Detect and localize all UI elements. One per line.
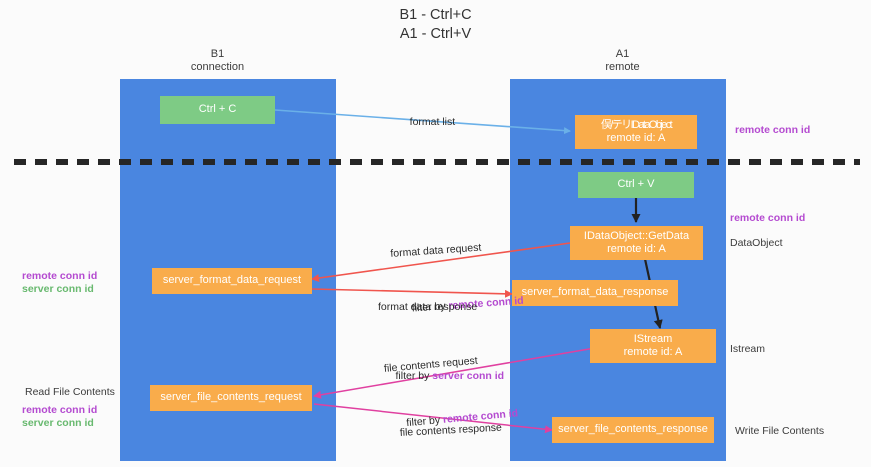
annotation-left-server-conn-id: server conn id — [22, 283, 94, 295]
edge-label-file-contents-request-line1: file contents request — [383, 354, 479, 375]
node-ctrl-c-label: Ctrl + C — [198, 103, 237, 116]
node-getdata-label: IDataObject::GetData — [583, 229, 690, 242]
annotation-right-remote-conn-id-mid: remote conn id — [730, 212, 806, 224]
node-server-file-contents-request[interactable]: server_file_contents_request — [150, 385, 312, 411]
edge-label-format-data-response: format data response filter by server co… — [378, 272, 504, 425]
edge-label-format-data-response-line2: filter by server conn id — [378, 355, 505, 397]
node-idataobject-sub: remote id: A — [606, 132, 666, 144]
node-idataobject-label: 俣/テリIDataObject — [600, 118, 673, 131]
node-istream-label: IStream — [633, 332, 673, 345]
node-istream-sub: remote id: A — [623, 346, 683, 358]
column-header-right: A1 remote — [605, 48, 640, 73]
column-header-left: B1 connection — [190, 48, 245, 73]
annotation-left-remote-conn-id-2: remote conn id — [22, 404, 98, 416]
node-getdata-sub: remote id: A — [607, 243, 666, 255]
node-server-format-data-response[interactable]: server_format_data_response — [512, 280, 678, 306]
edge-label-format-list: format list — [398, 101, 456, 143]
annotation-right-istream: Istream — [730, 343, 766, 355]
node-idataobject[interactable]: 俣/テリIDataObject remote id: A — [575, 115, 697, 149]
annotation-right-dataobject: DataObject — [730, 237, 783, 249]
node-server-format-data-request[interactable]: server_format_data_request — [152, 268, 312, 294]
edge-label-format-data-request-line1: format data request — [390, 241, 482, 260]
edge-label-format-list-text: format list — [409, 116, 456, 128]
edge-label-file-contents-response-line1: file contents response — [399, 421, 503, 439]
annotation-right-remote-conn-id-top: remote conn id — [735, 124, 811, 136]
edge-label-format-data-response-line1: format data response — [378, 301, 478, 313]
node-server-file-contents-response-label: server_file_contents_response — [558, 423, 708, 436]
node-server-format-data-response-label: server_format_data_response — [521, 286, 669, 299]
annotation-left-read-file-contents: Read File Contents — [25, 386, 115, 398]
annotation-left-server-conn-id-2: server conn id — [22, 417, 94, 429]
node-idataobject-getdata[interactable]: IDataObject::GetData remote id: A — [570, 226, 703, 260]
node-server-file-contents-request-label: server_file_contents_request — [160, 391, 302, 404]
node-ctrl-c[interactable]: Ctrl + C — [160, 96, 275, 124]
node-ctrl-v-label: Ctrl + V — [617, 178, 655, 191]
node-server-format-data-request-label: server_format_data_request — [162, 274, 302, 287]
conn-id-key: server conn id — [432, 370, 505, 382]
node-server-file-contents-response[interactable]: server_file_contents_response — [552, 417, 714, 443]
node-istream[interactable]: IStream remote id: A — [590, 329, 716, 363]
annotation-left-remote-conn-id: remote conn id — [22, 270, 98, 282]
annotation-right-write-file-contents: Write File Contents — [735, 425, 825, 437]
page-title: B1 - Ctrl+C A1 - Ctrl+V — [399, 7, 472, 42]
edge-label-file-contents-response: file contents response filter by server … — [398, 392, 515, 467]
node-ctrl-v[interactable]: Ctrl + V — [578, 172, 694, 198]
filter-prefix: filter by — [395, 370, 433, 382]
